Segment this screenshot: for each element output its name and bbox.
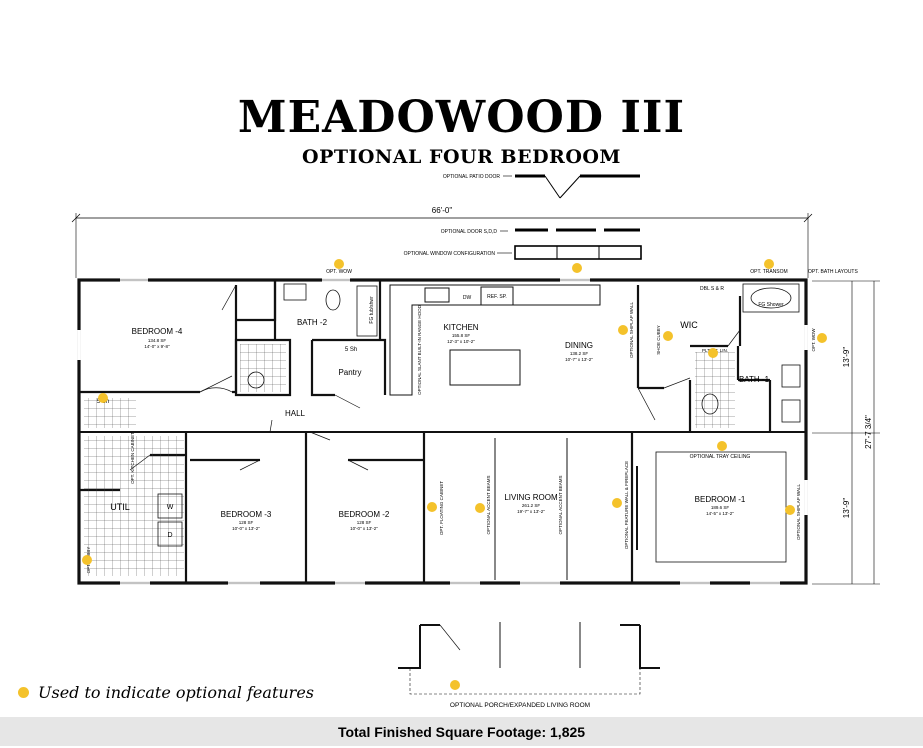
pantry-name: Pantry: [338, 368, 361, 377]
width-label: 66'-0": [432, 206, 453, 215]
depth-total-label: 27'-7 3/4": [864, 415, 873, 449]
bedroom3-name: BEDROOM -3: [221, 510, 272, 519]
util-name: UTIL: [110, 502, 130, 512]
optional-porch: [398, 622, 660, 695]
washer-label: W: [167, 504, 174, 511]
legend: Used to indicate optional features: [18, 683, 314, 702]
living-area: 261.2 SF: [522, 503, 541, 508]
optional-feature-marker: [82, 555, 92, 565]
room-labels: BEDROOM -4 134.8 SF 14'-0" x 9'-8" BATH …: [110, 318, 769, 531]
optional-feature-marker: [475, 503, 485, 513]
kitchen-cabinet-note: OPT. KITCHEN CABINET: [130, 432, 135, 484]
dbl-sr-label: DBL S & R: [700, 286, 724, 292]
bedroom4-size: 14'-0" x 9'-8": [144, 344, 170, 349]
door-sdd-callout: OPTIONAL DOOR S,D,D: [441, 228, 640, 235]
dw-label: DW: [463, 295, 472, 301]
kitchen-area: 155.8 SF: [452, 333, 471, 338]
optional-marker-icon: [18, 687, 29, 698]
optional-feature-marker: [785, 505, 795, 515]
optional-feature-marker: [427, 502, 437, 512]
accent-beams-right-note: OPTIONAL ACCENT BEAMS: [558, 475, 563, 534]
feature-wall-note: OPTIONAL FEATURE WALL & FIREPLACE: [624, 461, 629, 549]
window-lines: [120, 279, 780, 584]
optional-feature-marker: [334, 259, 344, 269]
depth-dimension: 13'-9" 13'-9" 27'-7 3/4": [812, 280, 880, 585]
door-swings: [129, 284, 741, 471]
opt-wow-label: OPT. WOW: [326, 269, 352, 275]
kitchen-name: KITCHEN: [443, 323, 478, 332]
depth-top-label: 13'-9": [842, 347, 851, 368]
util-tile: [84, 436, 184, 576]
bedroom1-size: 14'-5" x 13'-2": [706, 511, 734, 516]
floor-plan: OPTIONAL PATIO DOOR OPTIONAL DOOR S,D,D …: [71, 174, 880, 709]
bedroom2-name: BEDROOM -2: [339, 510, 390, 519]
porch-label: OPTIONAL PORCH/EXPANDED LIVING ROOM: [450, 702, 590, 709]
window-config-callout: OPTIONAL WINDOW CONFIGURATION: [404, 245, 642, 260]
dining-area: 138.2 SF: [570, 351, 589, 356]
bath1-tile: [695, 352, 735, 428]
optional-feature-marker: [817, 333, 827, 343]
opt-transom-label: OPT. TRANSOM: [750, 269, 787, 275]
optional-feature-marker: [612, 498, 622, 508]
dryer-label: D: [167, 532, 172, 539]
hall-name: HALL: [285, 409, 306, 418]
depth-bottom-label: 13'-9": [842, 498, 851, 519]
living-name: LIVING ROOM: [504, 493, 558, 502]
shiplap-bed1-note: OPTIONAL SHIPLAP WALL: [796, 483, 801, 540]
square-footage-text: Total Finished Square Footage: 1,825: [337, 724, 586, 740]
optional-feature-marker: [663, 331, 673, 341]
bath1-name: BATH -1: [739, 375, 770, 384]
exterior-walls: [77, 278, 808, 585]
plan-title: MEADOWOOD III: [237, 92, 686, 143]
laundry-fixtures: [157, 493, 183, 547]
square-footage-bar: Total Finished Square Footage: 1,825: [0, 717, 923, 746]
bedroom3-area: 128 SF: [239, 520, 254, 525]
shiplap-dining-note: OPTIONAL SHIPLAP WALL: [629, 301, 634, 358]
bath2-fixtures: [247, 283, 378, 389]
window-config-label: OPTIONAL WINDOW CONFIGURATION: [404, 251, 496, 257]
optional-feature-marker: [618, 325, 628, 335]
optional-feature-marker: [450, 680, 460, 690]
bedroom4-area: 134.8 SF: [148, 338, 167, 343]
tray-ceiling-label: OPTIONAL TRAY CEILING: [690, 454, 751, 460]
optional-feature-marker: [98, 393, 108, 403]
shoe-cubby-note: SHOE CUBBY: [656, 325, 661, 355]
bedroom3-size: 10'-0" x 13'-2": [232, 526, 260, 531]
slant-hood-note: OPTIONAL SLANT BUILT-IN RANGE HOOD: [417, 304, 422, 394]
pantry-shelf-label: 5 Sh: [345, 347, 357, 353]
opt-bath-layouts-label: OPT. BATH LAYOUTS: [808, 269, 858, 275]
dining-name: DINING: [565, 341, 593, 350]
opt-window-note: OPT. WDW: [811, 328, 816, 352]
bedroom1-area: 189.6 SF: [711, 505, 730, 510]
plan-subtitle: OPTIONAL FOUR BEDROOM: [302, 146, 621, 168]
door-sdd-label: OPTIONAL DOOR S,D,D: [441, 229, 498, 235]
bedroom4-name: BEDROOM -4: [132, 327, 183, 336]
bedroom2-area: 128 SF: [357, 520, 372, 525]
bath2-tile: [240, 344, 286, 392]
fg-shower-label: FG Shower: [758, 302, 784, 308]
kitchen-counters: [389, 284, 601, 396]
bath1-fixtures: [701, 283, 801, 423]
optional-feature-marker: [572, 263, 582, 273]
legend-text: Used to indicate optional features: [38, 683, 314, 702]
floating-cabinet-note: OPT. FLOATING CABINET: [439, 481, 444, 535]
bedroom1-name: BEDROOM -1: [695, 495, 746, 504]
optional-feature-markers: [82, 259, 827, 690]
living-size: 19'-7" x 13'-2": [517, 509, 545, 514]
dining-size: 10'-7" x 13'-2": [565, 357, 593, 362]
patio-door-callout: OPTIONAL PATIO DOOR: [443, 174, 640, 199]
accent-beams-left-note: OPTIONAL ACCENT BEAMS: [486, 475, 491, 534]
wic-name: WIC: [680, 320, 698, 330]
optional-feature-marker: [708, 348, 718, 358]
entry-tile: [84, 398, 136, 428]
tub-label: FG tub/shwr: [369, 296, 375, 324]
ref-label: REF. SP.: [487, 294, 507, 300]
optional-feature-marker: [764, 259, 774, 269]
optional-feature-marker: [717, 441, 727, 451]
bedroom2-size: 10'-0" x 13'-2": [350, 526, 378, 531]
kitchen-size: 12'-3" x 10'-2": [447, 339, 475, 344]
bath2-name: BATH -2: [297, 318, 328, 327]
patio-door-label: OPTIONAL PATIO DOOR: [443, 174, 501, 180]
width-dimension: 66'-0": [71, 206, 813, 278]
